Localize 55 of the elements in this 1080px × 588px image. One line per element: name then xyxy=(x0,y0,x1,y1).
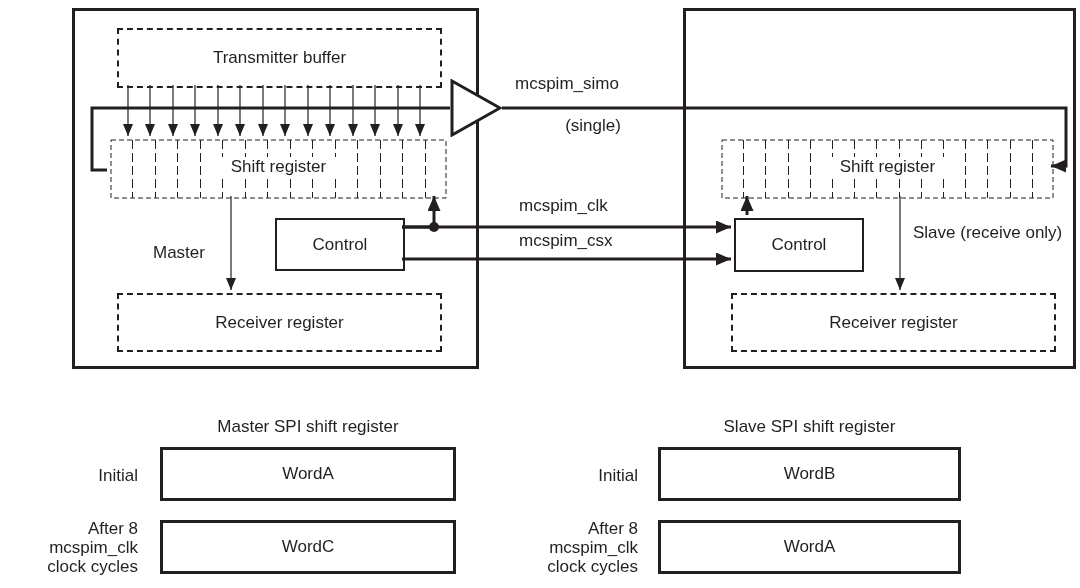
node-label: Transmitter buffer xyxy=(211,48,348,68)
arrow xyxy=(895,195,905,291)
register-word-box xyxy=(160,520,456,574)
arrow xyxy=(348,84,358,137)
arrow xyxy=(280,84,290,137)
row-label: After 8 mcspim_clk clock cycles xyxy=(546,519,638,576)
edge-label: mcspim_clk xyxy=(517,196,610,215)
node-label: WordA xyxy=(782,537,837,557)
node-label: WordB xyxy=(782,464,837,484)
block-label: Slave (receive only) xyxy=(913,223,1064,243)
node-label: Control xyxy=(311,234,369,255)
arrow xyxy=(168,84,178,137)
driver-triangle xyxy=(450,79,502,137)
shift-register-box xyxy=(110,139,447,199)
arrow xyxy=(393,84,403,137)
arrow xyxy=(226,195,236,291)
node-label: Receiver register xyxy=(828,312,959,333)
signal-note: (single) xyxy=(564,116,622,135)
receiver-register-box xyxy=(117,293,442,352)
arrow xyxy=(303,84,313,137)
transmitter-buffer-box xyxy=(117,28,442,88)
arrow xyxy=(145,84,155,137)
arrow xyxy=(415,84,425,137)
arrow xyxy=(740,196,754,215)
connector-line xyxy=(90,106,450,172)
slave-block xyxy=(683,8,1076,369)
control-box xyxy=(275,218,405,271)
table-title: Slave SPI shift register xyxy=(722,417,897,436)
node-label: Receiver register xyxy=(214,312,345,333)
register-word-box xyxy=(160,447,456,501)
arrow xyxy=(235,84,245,137)
edge-label: mcspim_csx xyxy=(517,231,615,250)
arrow xyxy=(325,84,335,137)
arrow xyxy=(213,84,223,137)
arrow xyxy=(402,252,731,266)
row-label: Initial xyxy=(597,466,638,485)
arrow xyxy=(502,106,1068,173)
edge-label: mcspim_simo xyxy=(513,74,621,93)
register-word-box xyxy=(658,447,961,501)
arrow xyxy=(370,84,380,137)
arrow xyxy=(123,84,133,137)
node-label: Control xyxy=(770,235,828,255)
register-word-box xyxy=(658,520,961,574)
row-label: After 8 mcspim_clk clock cycles xyxy=(46,519,138,576)
block-label: Master xyxy=(153,243,205,263)
node-label: WordC xyxy=(280,537,336,557)
arrow xyxy=(402,220,731,234)
receiver-register-box xyxy=(731,293,1056,352)
shift-register-box xyxy=(721,139,1054,199)
table-title: Master SPI shift register xyxy=(216,417,400,436)
control-box xyxy=(734,218,864,272)
arrow xyxy=(190,84,200,137)
row-label: Initial xyxy=(97,466,138,485)
arrow xyxy=(258,84,268,137)
node-label: WordA xyxy=(281,464,335,484)
